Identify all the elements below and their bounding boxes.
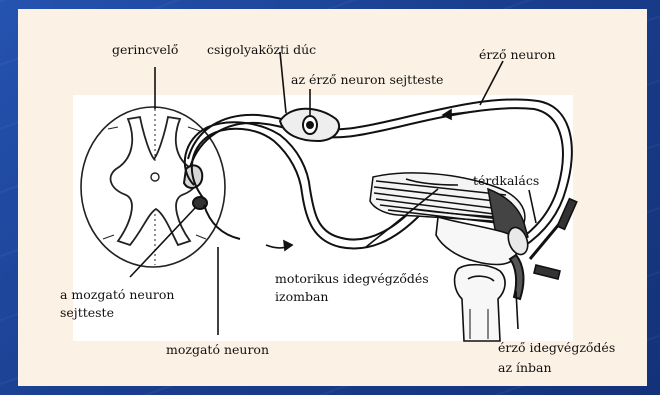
reflex-arc-diagram xyxy=(18,9,647,386)
label-motor-neuron-body-line1: a mozgató neuron xyxy=(60,287,174,302)
label-sensory-ending-line1: érző idegvégződés xyxy=(498,340,615,355)
label-motor-ending-line2: izomban xyxy=(275,289,328,304)
label-sensory-neuron: érző neuron xyxy=(479,47,556,62)
label-motor-ending-line1: motorikus idegvégződés xyxy=(275,271,429,286)
label-dorsal-root-ganglion: csigolyaközti dúc xyxy=(207,42,316,57)
label-motor-neuron: mozgató neuron xyxy=(166,342,269,357)
label-sensory-neuron-body: az érző neuron sejtteste xyxy=(291,72,443,87)
label-sensory-ending-line2: az ínban xyxy=(498,360,552,375)
diagram-panel: gerincvelő csigolyaközti dúc az érző neu… xyxy=(18,9,647,386)
label-spinal-cord: gerincvelő xyxy=(112,42,178,57)
label-motor-neuron-body-line2: sejtteste xyxy=(60,305,114,320)
label-kneecap: térdkalács xyxy=(473,173,539,188)
